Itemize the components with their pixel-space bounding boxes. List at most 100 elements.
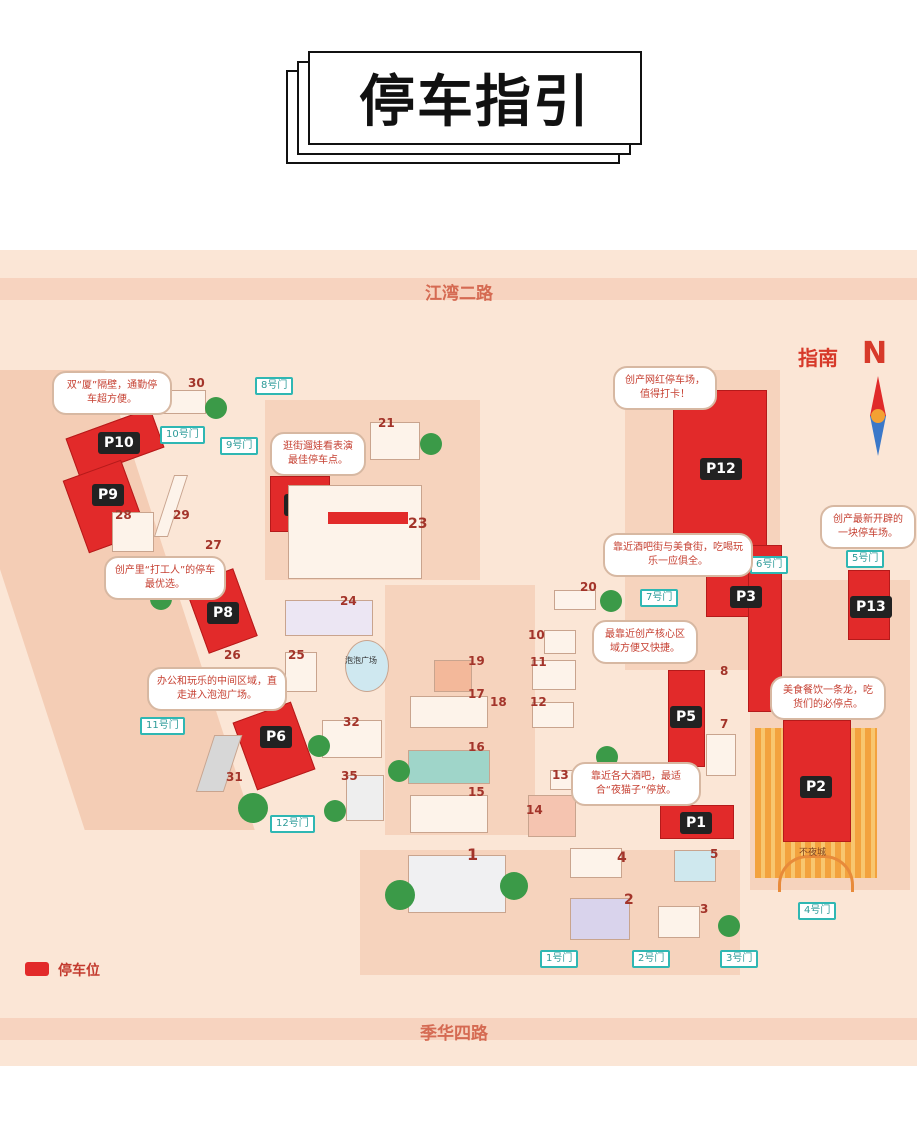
building-number-7: 7 — [720, 717, 729, 731]
gate-2[interactable]: 2号门 — [632, 950, 671, 968]
building-16 — [408, 750, 490, 784]
parking-label-p1[interactable]: P1 — [680, 812, 713, 834]
building-2 — [570, 898, 630, 940]
building-number-18: 18 — [490, 695, 507, 709]
tree — [324, 800, 346, 822]
tree — [420, 433, 442, 455]
building-number-21: 21 — [378, 416, 395, 430]
building-number-2: 2 — [624, 892, 634, 908]
bubble-p7: 逛街遛娃看表演最佳停车点。 — [270, 432, 366, 476]
title-frame-front — [308, 51, 642, 145]
legend-swatch — [25, 962, 49, 976]
building-number-19: 19 — [468, 654, 485, 668]
parking-label-p2[interactable]: P2 — [800, 776, 833, 798]
building-12 — [532, 702, 574, 728]
bubble-plaza-label: 泡泡广场 — [345, 656, 377, 665]
building-24 — [285, 600, 373, 636]
title-banner: 停车指引 — [0, 0, 917, 220]
parking-label-p6[interactable]: P6 — [260, 726, 293, 748]
park-map: 江湾二路 季华四路 指南 N P10 P9 P8 P6 P7 P12 P3 P1… — [0, 250, 917, 1066]
tree — [308, 735, 330, 757]
building-number-23: 23 — [408, 516, 428, 532]
gate-8[interactable]: 8号门 — [255, 377, 294, 395]
tree — [600, 590, 622, 612]
building-number-3: 3 — [700, 902, 709, 916]
legend-label: 停车位 — [58, 963, 100, 979]
building-number-30: 30 — [188, 376, 205, 390]
building-number-8: 8 — [720, 664, 729, 678]
building-29 — [153, 475, 189, 537]
compass-label: 指南 — [798, 346, 838, 370]
gate-7[interactable]: 7号门 — [640, 589, 679, 607]
gate-3[interactable]: 3号门 — [720, 950, 759, 968]
building-1 — [408, 855, 506, 913]
building-7 — [706, 734, 736, 776]
parking-label-p3[interactable]: P3 — [730, 586, 763, 608]
building-35 — [346, 775, 384, 821]
parking-label-p9[interactable]: P9 — [92, 484, 125, 506]
building-number-32: 32 — [343, 715, 360, 729]
building-17 — [410, 696, 488, 728]
building-20 — [554, 590, 596, 610]
building-10 — [544, 630, 576, 654]
parking-label-p8[interactable]: P8 — [207, 602, 240, 624]
tree — [238, 793, 268, 823]
gate-5[interactable]: 5号门 — [846, 550, 885, 568]
building-19 — [434, 660, 472, 692]
south-road — [0, 1018, 917, 1040]
buyecheng-label: 不夜城 — [799, 848, 827, 858]
gate-11[interactable]: 11号门 — [140, 717, 185, 735]
north-road-label: 江湾二路 — [425, 284, 493, 304]
building-25 — [285, 652, 317, 692]
building-number-25: 25 — [288, 648, 305, 662]
gate-12[interactable]: 12号门 — [270, 815, 315, 833]
north-letter: N — [862, 336, 888, 371]
page-title: 停车指引 — [359, 69, 591, 135]
bubble-p3: 靠近酒吧街与美食街，吃喝玩乐一应俱全。 — [603, 533, 753, 577]
building-number-24: 24 — [340, 594, 357, 608]
building-5 — [674, 850, 716, 882]
tree — [205, 397, 227, 419]
building-4 — [570, 848, 622, 878]
tree — [385, 880, 415, 910]
tree — [388, 760, 410, 782]
parking-label-p13[interactable]: P13 — [850, 596, 892, 618]
bubble-p1: 靠近各大酒吧，最适合“夜猫子”停放。 — [571, 762, 701, 806]
building-23-sign — [328, 512, 408, 524]
building-11 — [532, 660, 576, 690]
gate-4[interactable]: 4号门 — [798, 902, 837, 920]
building-number-12: 12 — [530, 695, 547, 709]
gate-9[interactable]: 9号门 — [220, 437, 259, 455]
gate-6[interactable]: 6号门 — [750, 556, 789, 574]
bubble-p8: 创产里“打工人”的停车最优选。 — [104, 556, 226, 600]
gate-10[interactable]: 10号门 — [160, 426, 205, 444]
bubble-p6: 办公和玩乐的中间区域，直走进入泡泡广场。 — [147, 667, 287, 711]
bubble-p12: 创产网红停车场，值得打卡！ — [613, 366, 717, 410]
gate-1[interactable]: 1号门 — [540, 950, 579, 968]
building-number-20: 20 — [580, 580, 597, 594]
parking-label-p5[interactable]: P5 — [670, 706, 703, 728]
tree — [500, 872, 528, 900]
building-3 — [658, 906, 700, 938]
building-number-16: 16 — [468, 740, 485, 754]
compass-icon — [870, 376, 886, 456]
building-number-11: 11 — [530, 655, 547, 669]
parking-label-p10[interactable]: P10 — [98, 432, 140, 454]
bubble-p10: 双“厦”隔壁，通勤停车超方便。 — [52, 371, 172, 415]
building-number-5: 5 — [710, 847, 719, 861]
bubble-plaza — [345, 640, 389, 692]
north-road — [0, 278, 917, 300]
building-number-13: 13 — [552, 768, 569, 782]
buyecheng-arch — [778, 855, 854, 892]
building-number-4: 4 — [617, 850, 627, 866]
building-number-35: 35 — [341, 769, 358, 783]
building-number-17: 17 — [468, 687, 485, 701]
building-number-1: 1 — [467, 845, 479, 864]
building-28 — [112, 512, 154, 552]
building-number-29: 29 — [173, 508, 190, 522]
parking-label-p12[interactable]: P12 — [700, 458, 742, 480]
building-number-27: 27 — [205, 538, 222, 552]
building-number-26: 26 — [224, 648, 241, 662]
building-number-14: 14 — [526, 803, 543, 817]
bubble-p2: 美食餐饮一条龙，吃货们的必停点。 — [770, 676, 886, 720]
